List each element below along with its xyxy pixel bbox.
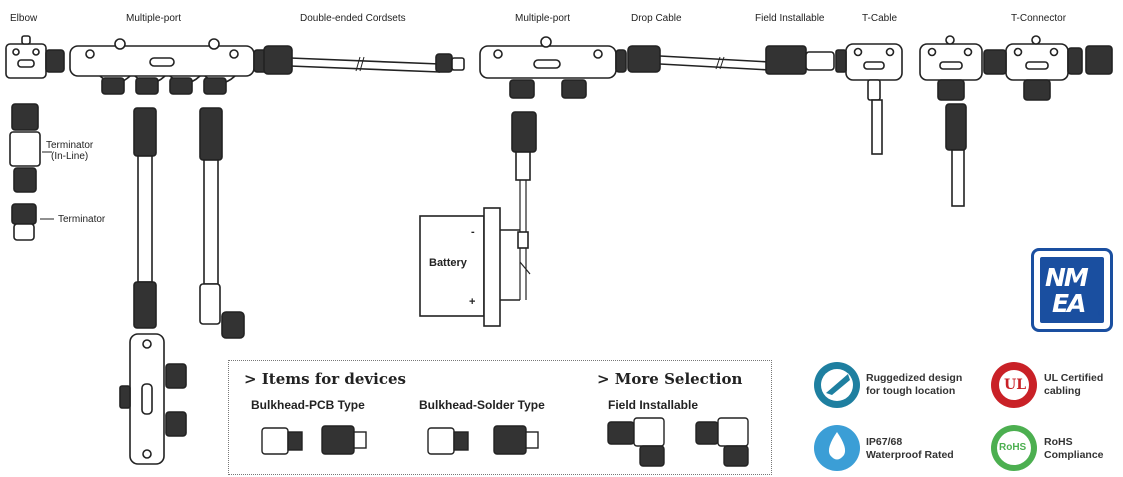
label-drop-cable: Drop Cable [631,13,682,24]
label-multiport-left: Multiple-port [126,13,182,24]
label-field-installable: Field Installable [755,13,825,24]
drop-cable [627,45,661,73]
terminator [11,203,37,241]
bulkhead-pcb-icon [261,425,367,455]
rohs-badge [991,425,1037,471]
ul-badge [991,362,1037,408]
bulkhead-pcb-label: Bulkhead-PCB Type [251,398,365,412]
multiport-vertical [119,333,187,465]
backbone-cable [289,55,771,73]
bulkhead-solder-icon [427,425,539,455]
nmea-logo: NM EA ® [1031,248,1113,332]
cordset-connectors [263,45,465,75]
battery [419,207,520,327]
device-items-box [228,360,772,475]
items-for-devices-title: > Items for devices [244,370,406,388]
t-connector-1 [919,35,983,207]
elbow-connector [5,35,65,79]
label-double-ended: Double-ended Cordsets [300,13,406,24]
label-terminator-inline: Terminator (In-Line) [46,140,94,162]
rugged-badge [814,362,860,408]
multiport-middle [479,36,627,99]
field-installable-icon [607,417,749,467]
battery-drop [511,111,537,300]
nmea-logo-line2: EA [1052,289,1086,318]
drop-branch-2 [199,107,245,339]
ul-mark: UL [1004,377,1027,393]
multiport-left [69,38,269,95]
label-battery: Battery [429,257,467,269]
label-elbow: Elbow [10,13,38,24]
nmea-registered-mark: ® [1098,309,1104,318]
label-t-connector: T-Connector [1011,13,1067,24]
ul-text: UL Certified cabling [1044,372,1104,397]
battery-plus: + [469,296,476,308]
t-connector-2 [983,35,1113,101]
nmea-logo-line1: NM [1045,263,1089,292]
label-terminator: Terminator [58,214,106,225]
terminator-inline [9,103,41,193]
waterproof-text: IP67/68 Waterproof Rated [866,436,954,461]
field-installable-label: Field Installable [608,398,699,412]
rugged-text: Ruggedized design for tough location [866,372,963,397]
label-multiport-mid: Multiple-port [515,13,571,24]
label-t-cable: T-Cable [862,13,898,24]
more-selection-title: > More Selection [597,370,743,388]
field-installable-connector [765,45,835,75]
drop-branch-1 [133,107,157,329]
bulkhead-solder-label: Bulkhead-Solder Type [419,398,545,412]
battery-minus: - [471,226,475,238]
t-cable [835,43,903,155]
rohs-mark: RoHS [999,442,1027,453]
waterproof-badge [814,425,860,471]
rohs-text: RoHS Compliance [1044,436,1104,461]
